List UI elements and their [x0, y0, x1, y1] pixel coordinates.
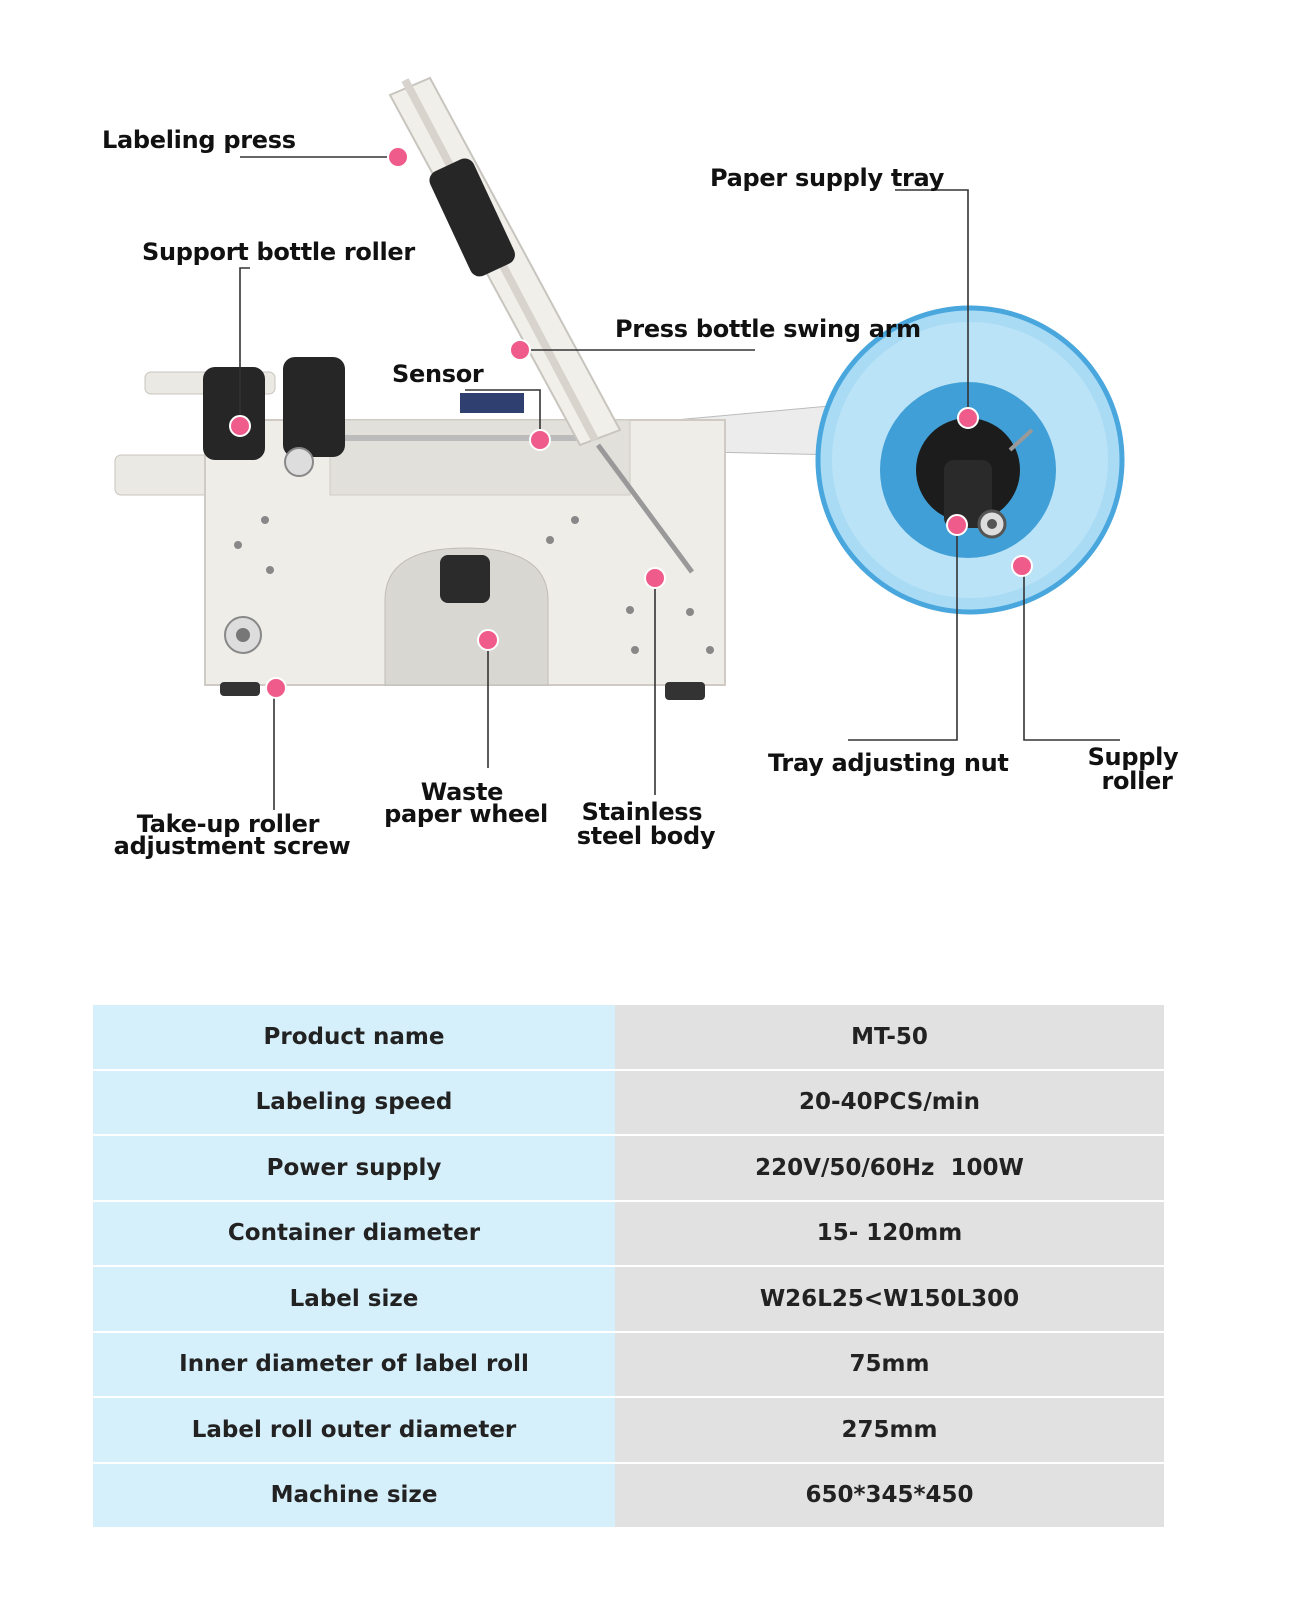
leader-paper-supply-tray [895, 189, 969, 418]
machine-illustration [114, 76, 1125, 700]
table-row: Machine size 650*345*450 [93, 1462, 1164, 1527]
value-cell: 275mm [615, 1397, 1164, 1464]
machine-diagram: Labeling press Support bottle roller Sen… [102, 76, 1187, 860]
label-tray-adjusting-nut: Tray adjusting nut [768, 749, 1009, 777]
value-cell: 75mm [615, 1331, 1164, 1398]
marker-sensor [529, 429, 551, 451]
label-labeling-press: Labeling press [102, 126, 296, 154]
param-cell: Power supply [93, 1135, 615, 1202]
table-row: Inner diameter of label roll 75mm [93, 1331, 1164, 1398]
marker-waste-paper-wheel [477, 629, 499, 651]
value-cell: 650*345*450 [615, 1462, 1164, 1527]
callout-labels: Labeling press Support bottle roller Sen… [102, 126, 1187, 860]
table-row: Product name MT-50 [93, 1005, 1164, 1071]
paper-supply-tray-illustration [815, 305, 1125, 615]
value-cell: 15- 120mm [615, 1200, 1164, 1267]
param-cell: Label roll outer diameter [93, 1397, 615, 1464]
marker-stainless-steel-body [644, 567, 666, 589]
marker-support-bottle-roller [229, 415, 251, 437]
leader-tray-adjusting-nut [848, 525, 958, 741]
label-stainless-steel-body: Stainless steel body [577, 798, 716, 850]
label-support-bottle-roller: Support bottle roller [142, 238, 415, 266]
label-sensor: Sensor [392, 360, 484, 388]
spec-table: Product name MT-50 Labeling speed 20-40P… [93, 1005, 1164, 1527]
param-cell: Inner diameter of label roll [93, 1331, 615, 1398]
leader-supply-roller [1023, 566, 1120, 741]
marker-supply-roller [1011, 555, 1033, 577]
param-cell: Label size [93, 1266, 615, 1333]
marker-paper-supply-tray [957, 407, 979, 429]
table-row: Container diameter 15- 120mm [93, 1200, 1164, 1267]
param-cell: Machine size [93, 1462, 615, 1527]
label-supply-roller: Supply roller [1088, 743, 1187, 795]
leader-sensor [465, 389, 541, 440]
label-waste-paper-wheel: Waste paper wheel [384, 778, 548, 828]
marker-labeling-press [387, 146, 409, 168]
markers [229, 146, 1033, 699]
value-cell: 20-40PCS/min [615, 1069, 1164, 1136]
marker-take-up-roller-screw [265, 677, 287, 699]
label-paper-supply-tray: Paper supply tray [710, 164, 945, 192]
table-row: Labeling speed 20-40PCS/min [93, 1069, 1164, 1136]
leader-lines [239, 156, 1120, 810]
table-row: Label roll outer diameter 275mm [93, 1397, 1164, 1464]
param-cell: Product name [93, 1005, 615, 1071]
param-cell: Labeling speed [93, 1069, 615, 1136]
table-row: Power supply 220V/50/60Hz 100W [93, 1135, 1164, 1202]
leader-support-bottle-roller [239, 267, 250, 426]
param-cell: Container diameter [93, 1200, 615, 1267]
marker-tray-adjusting-nut [946, 514, 968, 536]
label-take-up-roller-screw: Take-up roller adjustment screw [114, 810, 351, 860]
value-cell: 220V/50/60Hz 100W [615, 1135, 1164, 1202]
value-cell: MT-50 [615, 1005, 1164, 1071]
value-cell: W26L25<W150L300 [615, 1266, 1164, 1333]
label-press-bottle-swing-arm: Press bottle swing arm [615, 315, 921, 343]
marker-press-bottle-swing-arm [509, 339, 531, 361]
table-row: Label size W26L25<W150L300 [93, 1266, 1164, 1333]
